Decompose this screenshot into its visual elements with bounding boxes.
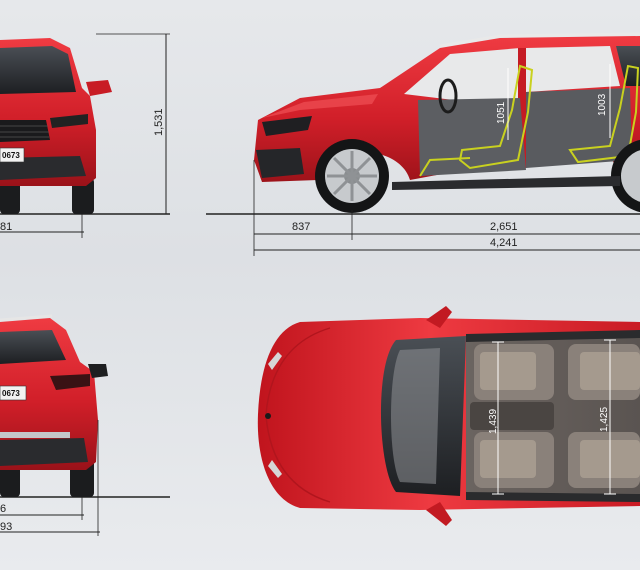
front-headroom-label: 1051 <box>496 101 507 124</box>
side-view: 1051 1003 837 2,651 4,241 <box>206 32 640 256</box>
rear-side-mirror <box>88 364 108 378</box>
front-left-tyre <box>0 178 20 214</box>
top-right-headlight <box>268 460 282 478</box>
side-rear-window <box>526 46 620 92</box>
front-seat-outline <box>458 64 534 170</box>
rear-plate <box>0 385 27 401</box>
rear-shoulder-label: 1,425 <box>599 407 610 432</box>
front-windshield <box>0 46 76 94</box>
top-view: 1,439 1,425 <box>257 306 640 526</box>
rear-view: 0673 6 93 <box>0 314 170 536</box>
rear-tail-light <box>50 374 90 390</box>
front-side-mirror <box>86 80 112 96</box>
front-width-label: 81 <box>0 221 12 233</box>
rear-window <box>0 330 66 364</box>
rear-width-label-2: 93 <box>0 521 12 533</box>
front-right-tyre <box>72 178 94 214</box>
front-plate <box>0 147 25 163</box>
rear-seat-outline <box>568 64 640 164</box>
side-length-label: 4,241 <box>490 237 518 249</box>
side-window-opening <box>404 48 520 102</box>
rear-plate-text: 0673 <box>2 389 20 398</box>
top-right-mirror <box>426 502 452 526</box>
top-left-mirror <box>426 306 452 328</box>
rear-width-label-1: 6 <box>0 503 6 515</box>
front-headlight <box>50 114 88 128</box>
side-overhang-label: 837 <box>292 221 310 233</box>
steering-wheel <box>438 78 458 114</box>
front-shoulder-label: 1,439 <box>488 409 499 434</box>
top-left-headlight <box>268 352 282 370</box>
rear-headroom-label: 1003 <box>597 93 608 116</box>
front-plate-text: 0673 <box>2 151 20 160</box>
front-view: 0673 1,531 81 <box>0 33 170 238</box>
front-height-label: 1,531 <box>153 108 165 136</box>
rear-bumper <box>0 438 88 466</box>
top-badge <box>265 413 271 419</box>
side-headlight <box>262 116 312 136</box>
side-interior-cutaway <box>418 98 526 176</box>
side-wheelbase-label: 2,651 <box>490 221 518 233</box>
top-center-console <box>470 402 554 430</box>
front-grille <box>0 120 50 142</box>
